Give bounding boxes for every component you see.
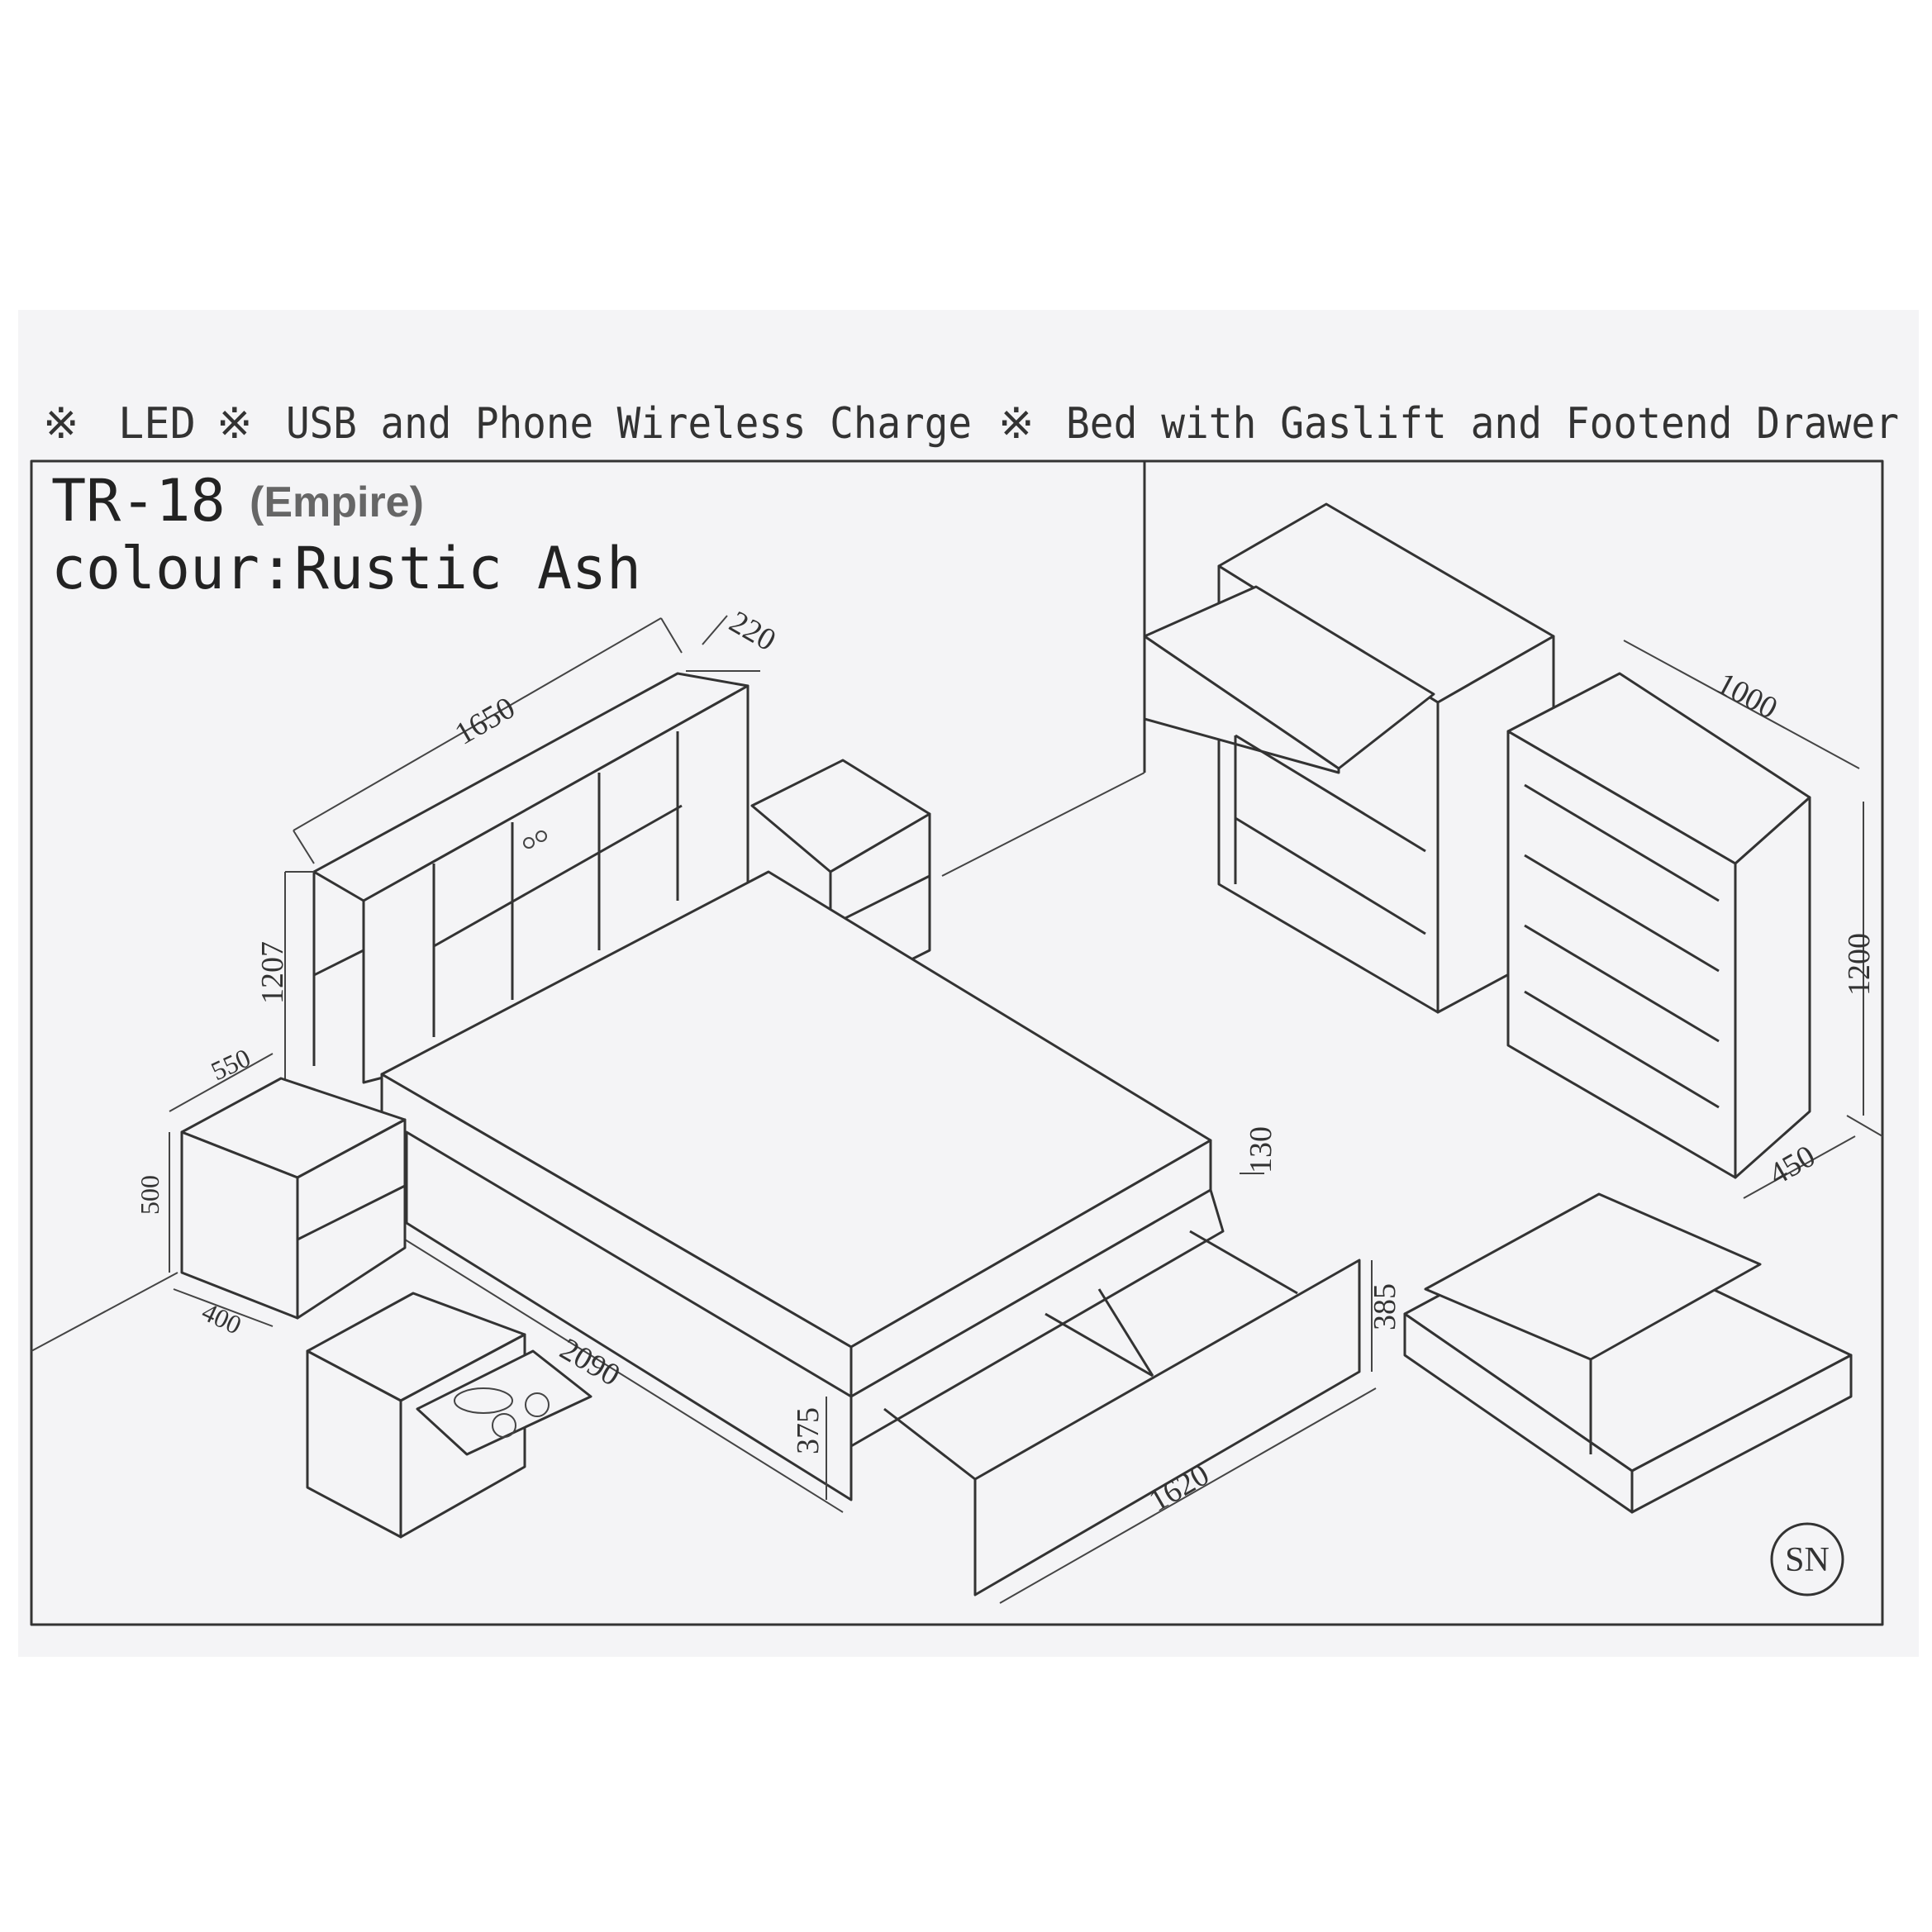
feature-mark-1: ※ [43,399,79,449]
dim-headboard-width: 1650 [450,690,521,751]
dim-bed-width: 1620 [1144,1457,1216,1518]
dim-bed-side-height: 375 [791,1407,826,1454]
floor-line-left [31,1272,178,1352]
gaslift-bed [1403,1192,1853,1514]
range-name: (Empire) [250,478,424,526]
stamp-text: SN [1785,1541,1830,1579]
feature-line: ※ LED ※ USB and Phone Wireless Charge ※ … [43,399,1899,449]
sn-stamp: SN [1770,1522,1844,1597]
dim-headboard-depth: 220 [724,604,782,658]
dim-tallboy-width: 1000 [1711,666,1783,726]
feature-usb-charge: USB and Phone Wireless Charge [286,399,972,449]
dim-bed-length: 2090 [554,1331,626,1392]
feature-gaslift-bed: Bed with Gaslift and Footend Drawer [1066,399,1899,449]
drawing-frame [30,459,1884,1626]
dim-bedside-height: 500 [135,1175,164,1215]
dim-mattress-height: 130 [1244,1126,1278,1173]
dim-tallboy-depth: 450 [1763,1139,1821,1192]
dim-headboard-height: 1207 [255,941,290,1004]
nightstand-left [169,1053,407,1327]
dim-tallboy-height: 1200 [1842,933,1877,996]
dim-drawer-height: 385 [1368,1283,1402,1330]
dim-bedside-depth: 400 [197,1297,246,1340]
bed [380,870,1377,1604]
dim-bedside-width: 550 [207,1042,255,1086]
colour-label: colour:Rustic Ash [51,535,641,602]
feature-mark-2: ※ [217,399,253,449]
feature-led: LED [118,399,196,449]
nightstand-front [306,1292,592,1539]
feature-mark-3: ※ [998,399,1035,449]
tallboy [1506,640,1864,1199]
model-number: TR-18 [51,467,226,535]
